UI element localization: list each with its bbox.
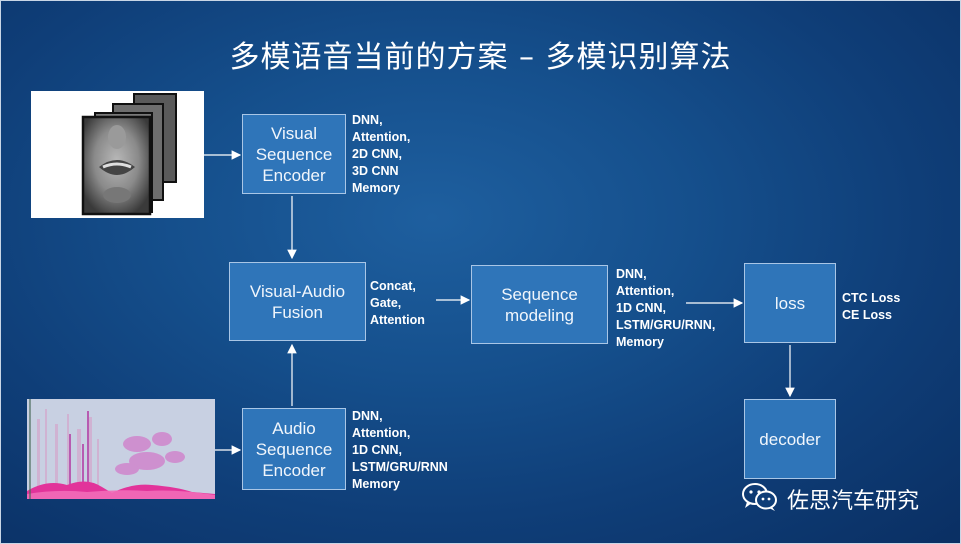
loss-methods: CTC Loss CE Loss (842, 291, 901, 322)
sequence-modeling-box: Sequence modeling (471, 265, 608, 344)
watermark-text: 佐思汽车研究 (787, 489, 920, 514)
visual-sequence-encoder-box: Visual Sequence Encoder (242, 114, 346, 194)
sequence-modeling-methods: DNN, Attention, 1D CNN, LSTM/GRU/RNN, Me… (616, 267, 716, 349)
fusion-methods: Concat, Gate, Attention (370, 279, 425, 327)
face-frames-image (31, 91, 204, 218)
slide-title: 多模语音当前的方案 – 多模识别算法 (229, 40, 732, 75)
watermark: 佐思汽车研究 (741, 482, 919, 516)
visual-audio-fusion-box: Visual-Audio Fusion (229, 262, 366, 341)
spectrogram-image (27, 399, 215, 499)
wechat-icon (741, 482, 779, 516)
loss-box: loss (744, 263, 836, 343)
audio-encoder-methods: DNN, Attention, 1D CNN, LSTM/GRU/RNN Mem… (352, 409, 448, 491)
decoder-box: decoder (744, 399, 836, 479)
audio-sequence-encoder-box: Audio Sequence Encoder (242, 408, 346, 490)
visual-encoder-methods: DNN, Attention, 2D CNN, 3D CNN Memory (352, 113, 411, 195)
